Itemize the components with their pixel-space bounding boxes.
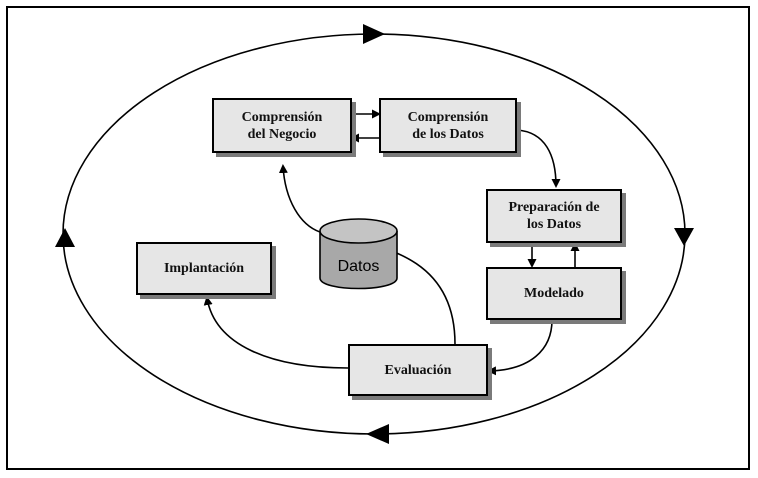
- arrow-evaluation-to-deployment: [203, 296, 349, 369]
- cycle-arrow-top: [363, 24, 385, 44]
- box-data-preparation: Preparación de los Datos: [486, 189, 622, 243]
- cycle-arrow-bottom: [366, 424, 389, 444]
- box-deployment: Implantación: [136, 242, 272, 295]
- data-store-cylinder: [319, 218, 398, 290]
- box-data-understanding: Comprensión de los Datos: [379, 98, 517, 153]
- cycle-arrow-right: [674, 228, 694, 246]
- box-evaluation: Evaluación: [348, 344, 488, 396]
- arrow-data-to-preparation: [516, 129, 561, 188]
- arrow-modeling-to-evaluation: [487, 319, 553, 376]
- cycle-arrow-left: [55, 228, 75, 247]
- box-modeling: Modelado: [486, 267, 622, 320]
- data-store-label: Datos: [337, 258, 380, 275]
- box-business-understanding: Comprensión del Negocio: [212, 98, 352, 153]
